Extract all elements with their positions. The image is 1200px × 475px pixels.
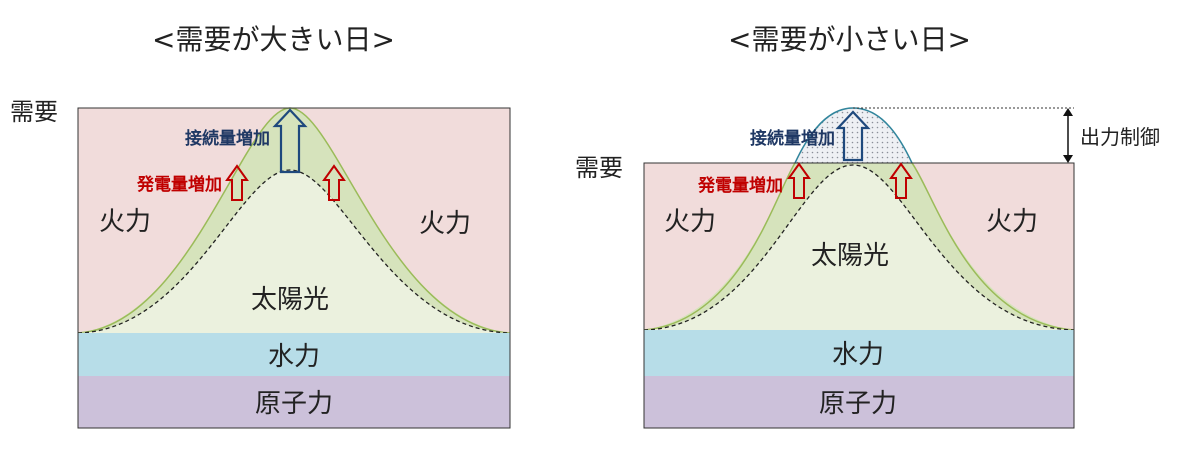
right-nuclear-label: 原子力	[819, 389, 897, 419]
right-generation-increase-label: 発電量増加	[697, 175, 783, 196]
left-hydro-label: 水力	[268, 342, 320, 372]
left-solar-base-area	[78, 170, 510, 333]
right-solar-label: 太陽光	[811, 241, 889, 271]
left-demand-label: 需要	[10, 98, 58, 126]
left-connection-increase-label: 接続量増加	[185, 128, 270, 149]
right-curtailment-label: 出力制御	[1080, 125, 1160, 149]
right-panel-title: <需要が小さい日>	[728, 23, 971, 56]
right-thermal-label-right: 火力	[986, 207, 1038, 237]
right-generation-arrow-2	[889, 162, 913, 199]
left-solar-label: 太陽光	[251, 285, 329, 315]
right-hydro-band	[644, 330, 1074, 376]
right-demand-label: 需要	[575, 154, 623, 182]
left-panel-title: <需要が大きい日>	[152, 23, 395, 56]
right-nuclear-band	[644, 376, 1074, 428]
left-thermal-label-right: 火力	[419, 209, 471, 239]
right-thermal-label-left: 火力	[664, 207, 716, 237]
right-solar-base-area	[644, 165, 1074, 330]
right-hydro-label: 水力	[832, 340, 884, 370]
right-base-solar-curve	[643, 164, 1075, 331]
right-curtailed-area	[795, 108, 912, 163]
left-nuclear-label: 原子力	[255, 389, 333, 419]
left-hydro-band	[78, 333, 510, 376]
left-panel: 需要 接続量増加 発電量増加 火力 火力 太陽光 水力 原子力	[10, 98, 511, 429]
right-panel: 需要 出力制御 接続量増加 発電量増加 火力 火力 太陽光 水力 原子力	[575, 107, 1160, 429]
right-frame	[643, 162, 1075, 429]
right-connection-increase-label: 接続量増加	[750, 128, 835, 149]
left-connection-increase-arrow	[272, 108, 308, 174]
left-generation-arrow-1	[225, 164, 249, 201]
left-thermal-label-left: 火力	[99, 207, 151, 237]
left-base-solar-curve	[77, 169, 511, 334]
left-nuclear-band	[78, 376, 510, 428]
right-generation-arrow-1	[787, 162, 811, 199]
right-connection-increase-arrow	[835, 110, 871, 162]
left-generation-increase-label: 発電量増加	[136, 174, 222, 195]
left-generation-arrow-2	[322, 164, 346, 201]
